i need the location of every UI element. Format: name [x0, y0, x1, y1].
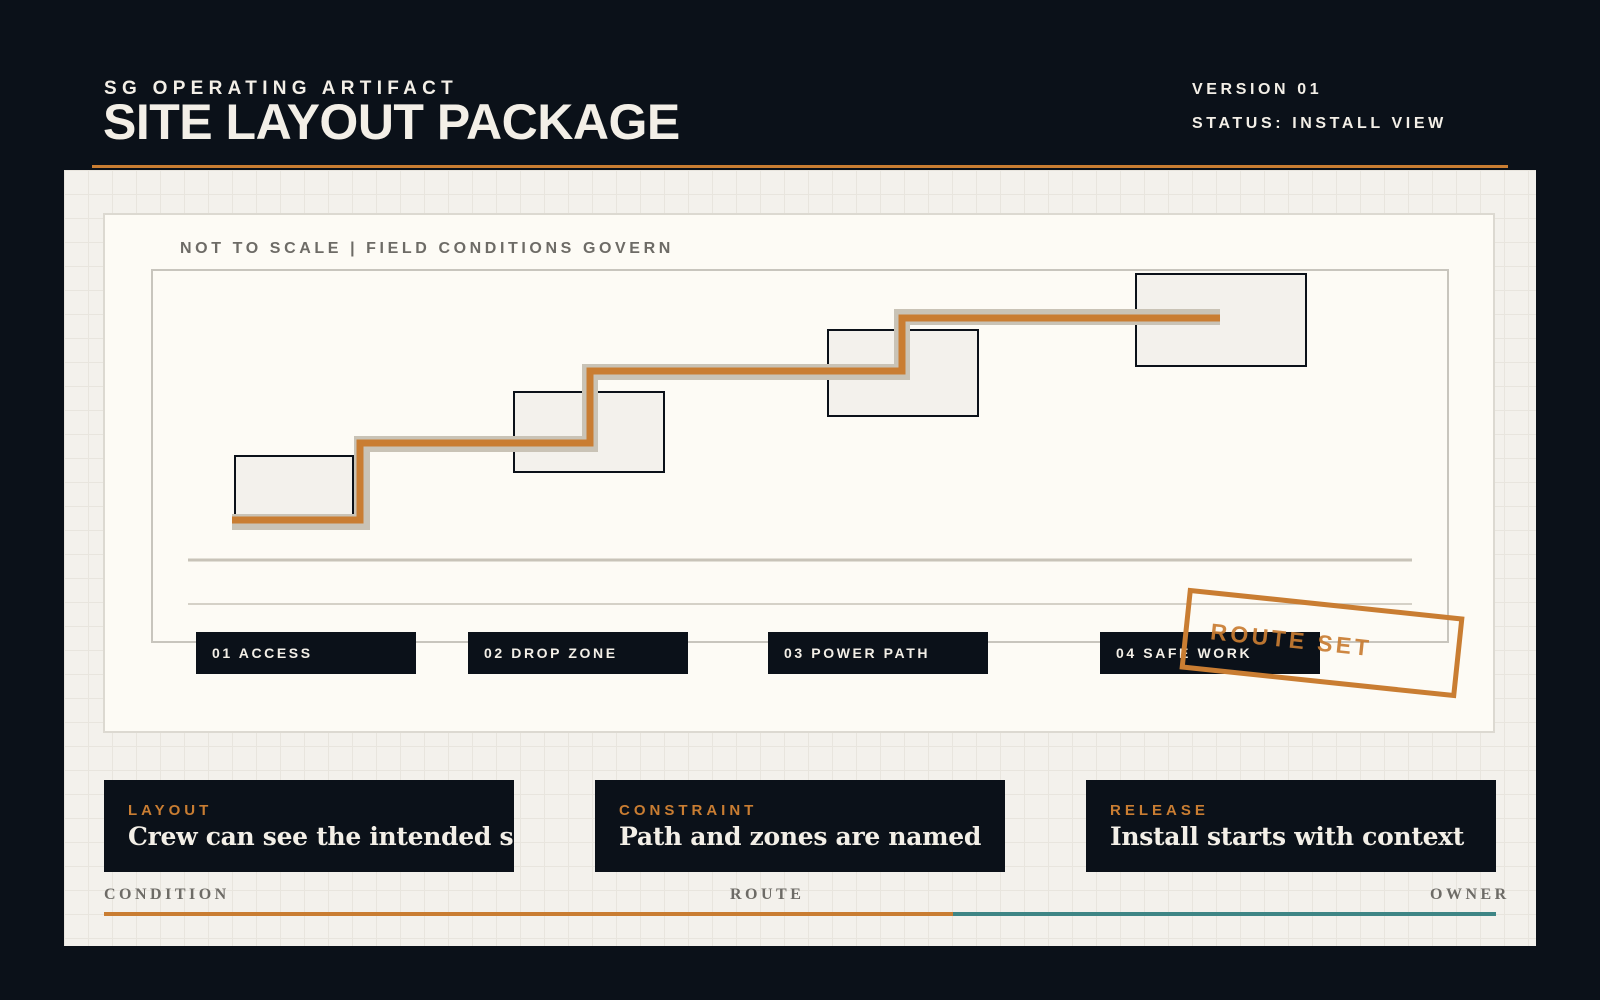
card-constraint: CONSTRAINT Path and zones are named: [595, 780, 1005, 872]
route-progress-fill: [104, 912, 954, 916]
route-path: [232, 314, 1220, 524]
route-progress-track: [104, 912, 1496, 916]
card-text: Crew can see the intended setup: [128, 822, 514, 851]
footer-label-route: ROUTE: [730, 886, 805, 903]
card-kicker: LAYOUT: [128, 802, 213, 819]
header-accent-rule: [92, 165, 1508, 168]
header-kicker: SG OPERATING ARTIFACT: [104, 78, 459, 99]
zone-tag-safe-work: 04 SAFE WORK: [1100, 632, 1320, 674]
stamp-text: ROUTE SET: [1209, 618, 1374, 662]
card-kicker: RELEASE: [1110, 802, 1209, 819]
scale-note: NOT TO SCALE | FIELD CONDITIONS GOVERN: [180, 240, 674, 257]
zone-tag-drop-zone: 02 DROP ZONE: [468, 632, 688, 674]
version-label: VERSION 01: [1192, 81, 1323, 98]
card-kicker: CONSTRAINT: [619, 802, 758, 819]
card-text: Path and zones are named: [619, 822, 982, 851]
zone-tag-power-path: 03 POWER PATH: [768, 632, 988, 674]
zone-tag-access: 01 ACCESS: [196, 632, 416, 674]
card-layout: LAYOUT Crew can see the intended setup: [104, 780, 514, 872]
status-label: STATUS: INSTALL VIEW: [1192, 115, 1447, 132]
page-title: SITE LAYOUT PACKAGE: [103, 94, 680, 150]
footer-label-condition: CONDITION: [104, 886, 230, 903]
footer-label-owner: OWNER: [1430, 886, 1510, 903]
zone-box-access: [234, 455, 354, 517]
card-release: RELEASE Install starts with context: [1086, 780, 1496, 872]
card-text: Install starts with context: [1110, 822, 1465, 851]
route-shadow: [232, 309, 1220, 530]
